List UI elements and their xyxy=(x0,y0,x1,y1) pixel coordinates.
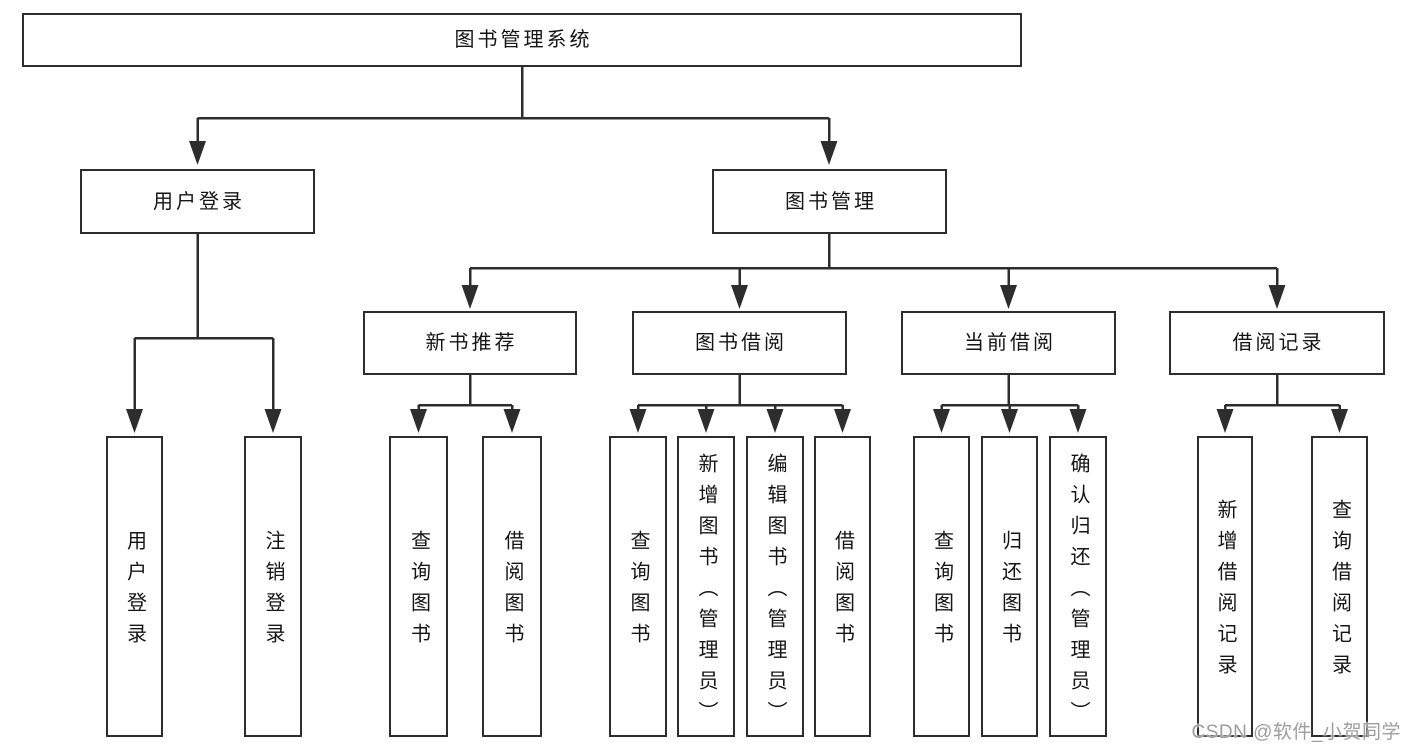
node-book-borrow: 图书借阅 xyxy=(632,311,847,375)
leaf-query-books-recommend: 查询图书 xyxy=(389,436,448,737)
leaf-borrow-books-recommend: 借阅图书 xyxy=(482,436,542,737)
node-book-management: 图书管理 xyxy=(712,169,947,234)
leaf-add-books-admin: 新增图书（管理员） xyxy=(677,436,735,737)
leaf-add-borrow-record: 新增借阅记录 xyxy=(1197,436,1253,737)
tree-edges xyxy=(133,67,1341,410)
node-user-login: 用户登录 xyxy=(80,169,315,234)
leaf-return-books: 归还图书 xyxy=(981,436,1038,737)
watermark-text: CSDN @软件_小贺同学 xyxy=(1191,722,1401,743)
node-new-book-recommend: 新书推荐 xyxy=(363,311,577,375)
leaf-query-borrow-record: 查询借阅记录 xyxy=(1311,436,1368,737)
leaf-query-books-current: 查询图书 xyxy=(913,436,970,737)
leaf-query-books-borrow: 查询图书 xyxy=(609,436,667,737)
node-library-system: 图书管理系统 xyxy=(22,13,1022,67)
leaf-borrow-books: 借阅图书 xyxy=(814,436,871,737)
leaf-confirm-return-admin: 确认归还（管理员） xyxy=(1049,436,1107,737)
arrowheads xyxy=(126,141,1348,433)
node-borrow-records: 借阅记录 xyxy=(1169,311,1385,375)
leaf-edit-books-admin: 编辑图书（管理员） xyxy=(746,436,804,737)
leaf-logout-login: 注销登录 xyxy=(244,436,302,737)
node-current-borrow: 当前借阅 xyxy=(901,311,1116,375)
leaf-user-login: 用户登录 xyxy=(106,436,163,737)
